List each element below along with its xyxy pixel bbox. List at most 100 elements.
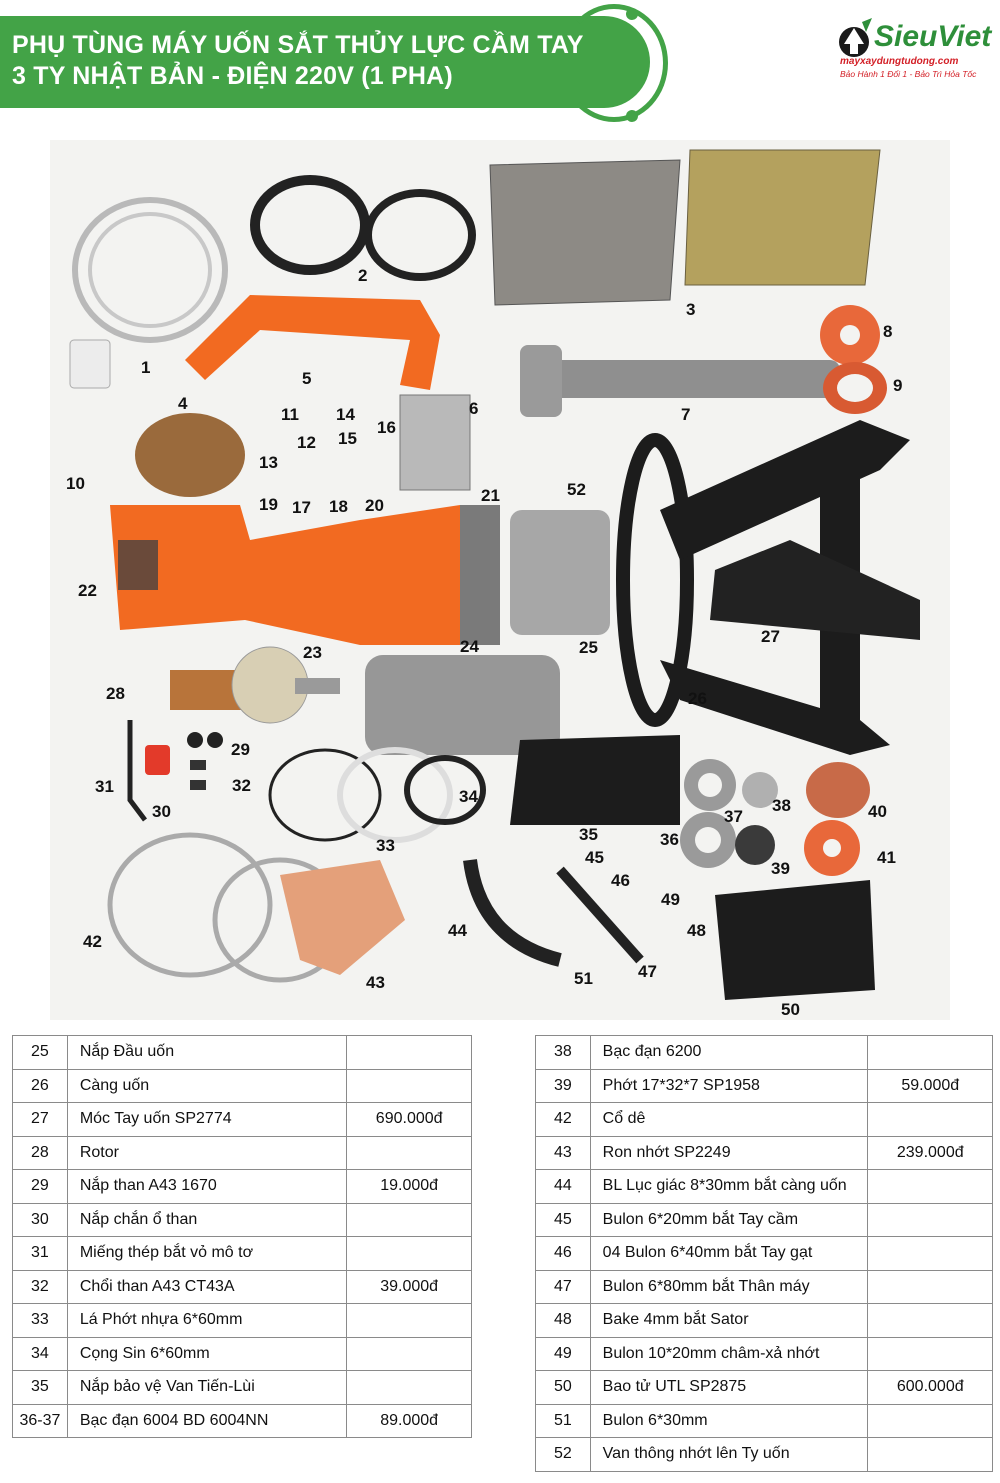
part-name: Nắp Đầu uốn bbox=[66, 1035, 348, 1070]
part-name: BL Lục giác 8*30mm bắt càng uốn bbox=[589, 1169, 869, 1204]
part-name: Bake 4mm bắt Sator bbox=[589, 1303, 869, 1338]
banner-dot-bottom bbox=[626, 110, 638, 122]
part-price bbox=[346, 1068, 472, 1103]
title-line-1: PHỤ TÙNG MÁY UỐN SẮT THỦY LỰC CẦM TAY bbox=[12, 31, 584, 59]
part-label: 3 bbox=[686, 300, 696, 319]
part-name: Bulon 6*80mm bắt Thân máy bbox=[589, 1269, 869, 1304]
part-number: 52 bbox=[535, 1437, 591, 1472]
part-label: 28 bbox=[106, 684, 125, 703]
part-label: 6 bbox=[469, 399, 479, 418]
part-number: 50 bbox=[535, 1370, 591, 1405]
part-price bbox=[346, 1303, 472, 1338]
part-label: 40 bbox=[868, 802, 887, 821]
logo-url: mayxaydungtudong.com bbox=[840, 56, 959, 67]
part-name: Phớt 17*32*7 SP1958 bbox=[589, 1068, 869, 1103]
part-price: 59.000đ bbox=[867, 1068, 993, 1103]
part-name: Lá Phớt nhựa 6*60mm bbox=[66, 1303, 348, 1338]
part-price bbox=[346, 1035, 472, 1070]
part-name: Nắp chắn ổ than bbox=[66, 1202, 348, 1237]
part-name: Van thông nhớt lên Ty uốn bbox=[589, 1437, 869, 1472]
part-number: 35 bbox=[12, 1370, 68, 1405]
part-label: 10 bbox=[66, 474, 85, 493]
part-label: 48 bbox=[687, 921, 706, 940]
part-name: Nắp than A43 1670 bbox=[66, 1169, 348, 1204]
part-number: 27 bbox=[12, 1102, 68, 1137]
part-price bbox=[346, 1135, 472, 1170]
part-price: 39.000đ bbox=[346, 1269, 472, 1304]
part-name: Ron nhớt SP2249 bbox=[589, 1135, 869, 1170]
part-number: 48 bbox=[535, 1303, 591, 1338]
part-label: 41 bbox=[877, 848, 896, 867]
part-label: 47 bbox=[638, 962, 657, 981]
part-number: 36-37 bbox=[12, 1403, 68, 1438]
part-number: 43 bbox=[535, 1135, 591, 1170]
part-price bbox=[346, 1236, 472, 1271]
part-label: 30 bbox=[152, 802, 171, 821]
title-banner bbox=[0, 16, 650, 108]
part-number: 26 bbox=[12, 1068, 68, 1103]
banner-ring-decoration bbox=[560, 4, 668, 122]
part-label: 11 bbox=[281, 405, 299, 424]
part-number: 25 bbox=[12, 1035, 68, 1070]
part-number: 45 bbox=[535, 1202, 591, 1237]
part-number: 42 bbox=[535, 1102, 591, 1137]
part-number: 28 bbox=[12, 1135, 68, 1170]
part-price: 690.000đ bbox=[346, 1102, 472, 1137]
part-label: 35 bbox=[579, 825, 598, 844]
part-number: 34 bbox=[12, 1336, 68, 1371]
part-label: 33 bbox=[376, 836, 395, 855]
part-price: 19.000đ bbox=[346, 1169, 472, 1204]
part-name: Bao tử UTL SP2875 bbox=[589, 1370, 869, 1405]
part-name: Nắp bảo vệ Van Tiến-Lùi bbox=[66, 1370, 348, 1405]
part-label: 2 bbox=[358, 266, 368, 285]
part-name: Bulon 6*20mm bắt Tay cầm bbox=[589, 1202, 869, 1237]
part-price bbox=[867, 1303, 993, 1338]
part-label: 24 bbox=[460, 637, 479, 656]
part-label: 16 bbox=[377, 418, 396, 437]
part-number: 29 bbox=[12, 1169, 68, 1204]
part-label: 38 bbox=[772, 796, 791, 815]
part-label: 4 bbox=[178, 394, 188, 413]
part-number: 39 bbox=[535, 1068, 591, 1103]
part-label: 5 bbox=[302, 369, 312, 388]
part-label: 19 bbox=[259, 495, 278, 514]
logo-name: SieuViet bbox=[874, 20, 992, 53]
part-price bbox=[867, 1269, 993, 1304]
part-number: 38 bbox=[535, 1035, 591, 1070]
part-price: 600.000đ bbox=[867, 1370, 993, 1405]
part-label: 17 bbox=[292, 498, 311, 517]
part-label: 12 bbox=[297, 433, 316, 452]
part-number: 46 bbox=[535, 1236, 591, 1271]
part-label: 21 bbox=[481, 486, 500, 505]
part-label: 8 bbox=[883, 322, 893, 341]
part-label: 18 bbox=[329, 497, 348, 516]
part-label: 26 bbox=[688, 689, 707, 708]
part-label: 27 bbox=[761, 627, 780, 646]
part-name: Bạc đạn 6200 bbox=[589, 1035, 869, 1070]
part-label: 15 bbox=[338, 429, 357, 448]
part-label: 32 bbox=[232, 776, 251, 795]
part-price bbox=[346, 1370, 472, 1405]
part-price bbox=[867, 1336, 993, 1371]
title-line-2: 3 TY NHẬT BẢN - ĐIỆN 220V (1 PHA) bbox=[12, 62, 453, 90]
logo-slogan: Bảo Hành 1 Đổi 1 - Bảo Trì Hỏa Tốc bbox=[840, 69, 977, 79]
